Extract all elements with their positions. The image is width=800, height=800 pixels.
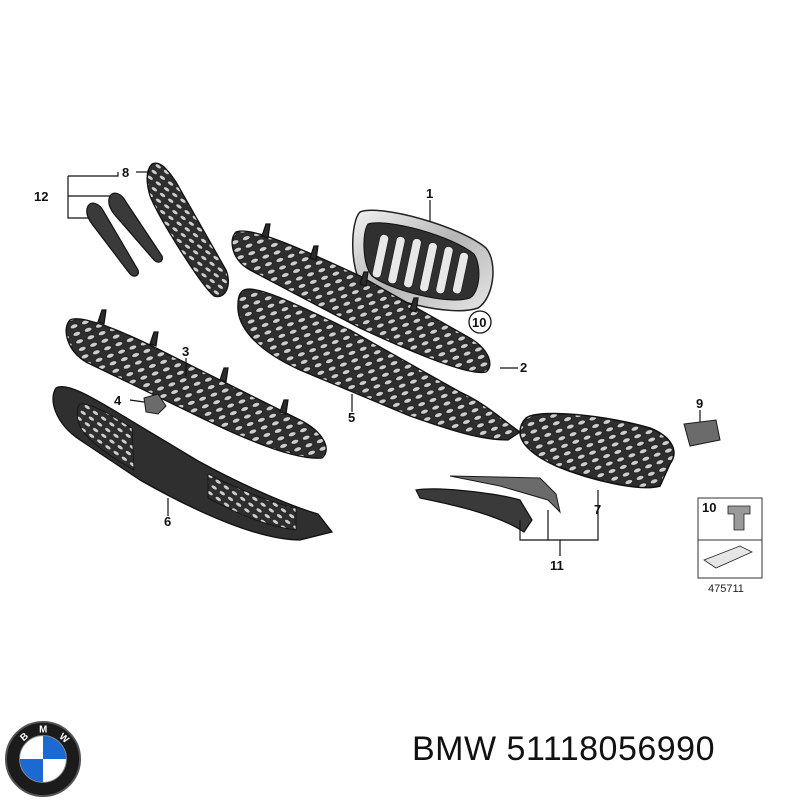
upper-center-grille-part [231,223,491,374]
center-lower-grille-part [237,288,522,441]
callout-labels: 1 2 3 4 5 6 7 8 9 11 12 [34,165,703,573]
callout-2: 2 [520,360,527,375]
callout-8: 8 [122,165,129,180]
bmw-logo: B M W [4,720,82,798]
callout-7: 7 [594,502,601,517]
callout-6: 6 [164,514,171,529]
clip-icon [727,505,751,531]
leader-lines [67,171,701,556]
side-grille-strip-part [146,162,229,298]
callout-5: 5 [348,410,355,425]
legend-box: 10 475711 [697,497,763,595]
callout-4: 4 [114,393,122,408]
circled-callout-10-label: 10 [472,315,486,330]
arrow-wedge-icon [703,545,753,569]
callout-11: 11 [550,558,564,573]
circled-callout-10: 10 [468,310,492,334]
part-number-caption: BMW 51118056990 [412,730,715,768]
fog-light-trim-parts [415,475,561,533]
lower-bumper-grille-part [52,386,334,541]
lower-left-grille-strip-part [65,309,327,459]
callout-9: 9 [696,396,703,411]
kidney-grille-part [352,209,494,312]
catalog-number: 475711 [708,583,744,595]
trim-strip-parts [86,192,163,277]
fog-light-grille-part [519,412,675,489]
callout-12: 12 [34,189,48,204]
clip-part [683,419,721,447]
callout-1: 1 [426,186,433,201]
logo-letter-m: M [39,725,47,736]
legend-box-label: 10 [702,500,716,515]
bracket-part [143,393,167,415]
callout-3: 3 [182,344,189,359]
